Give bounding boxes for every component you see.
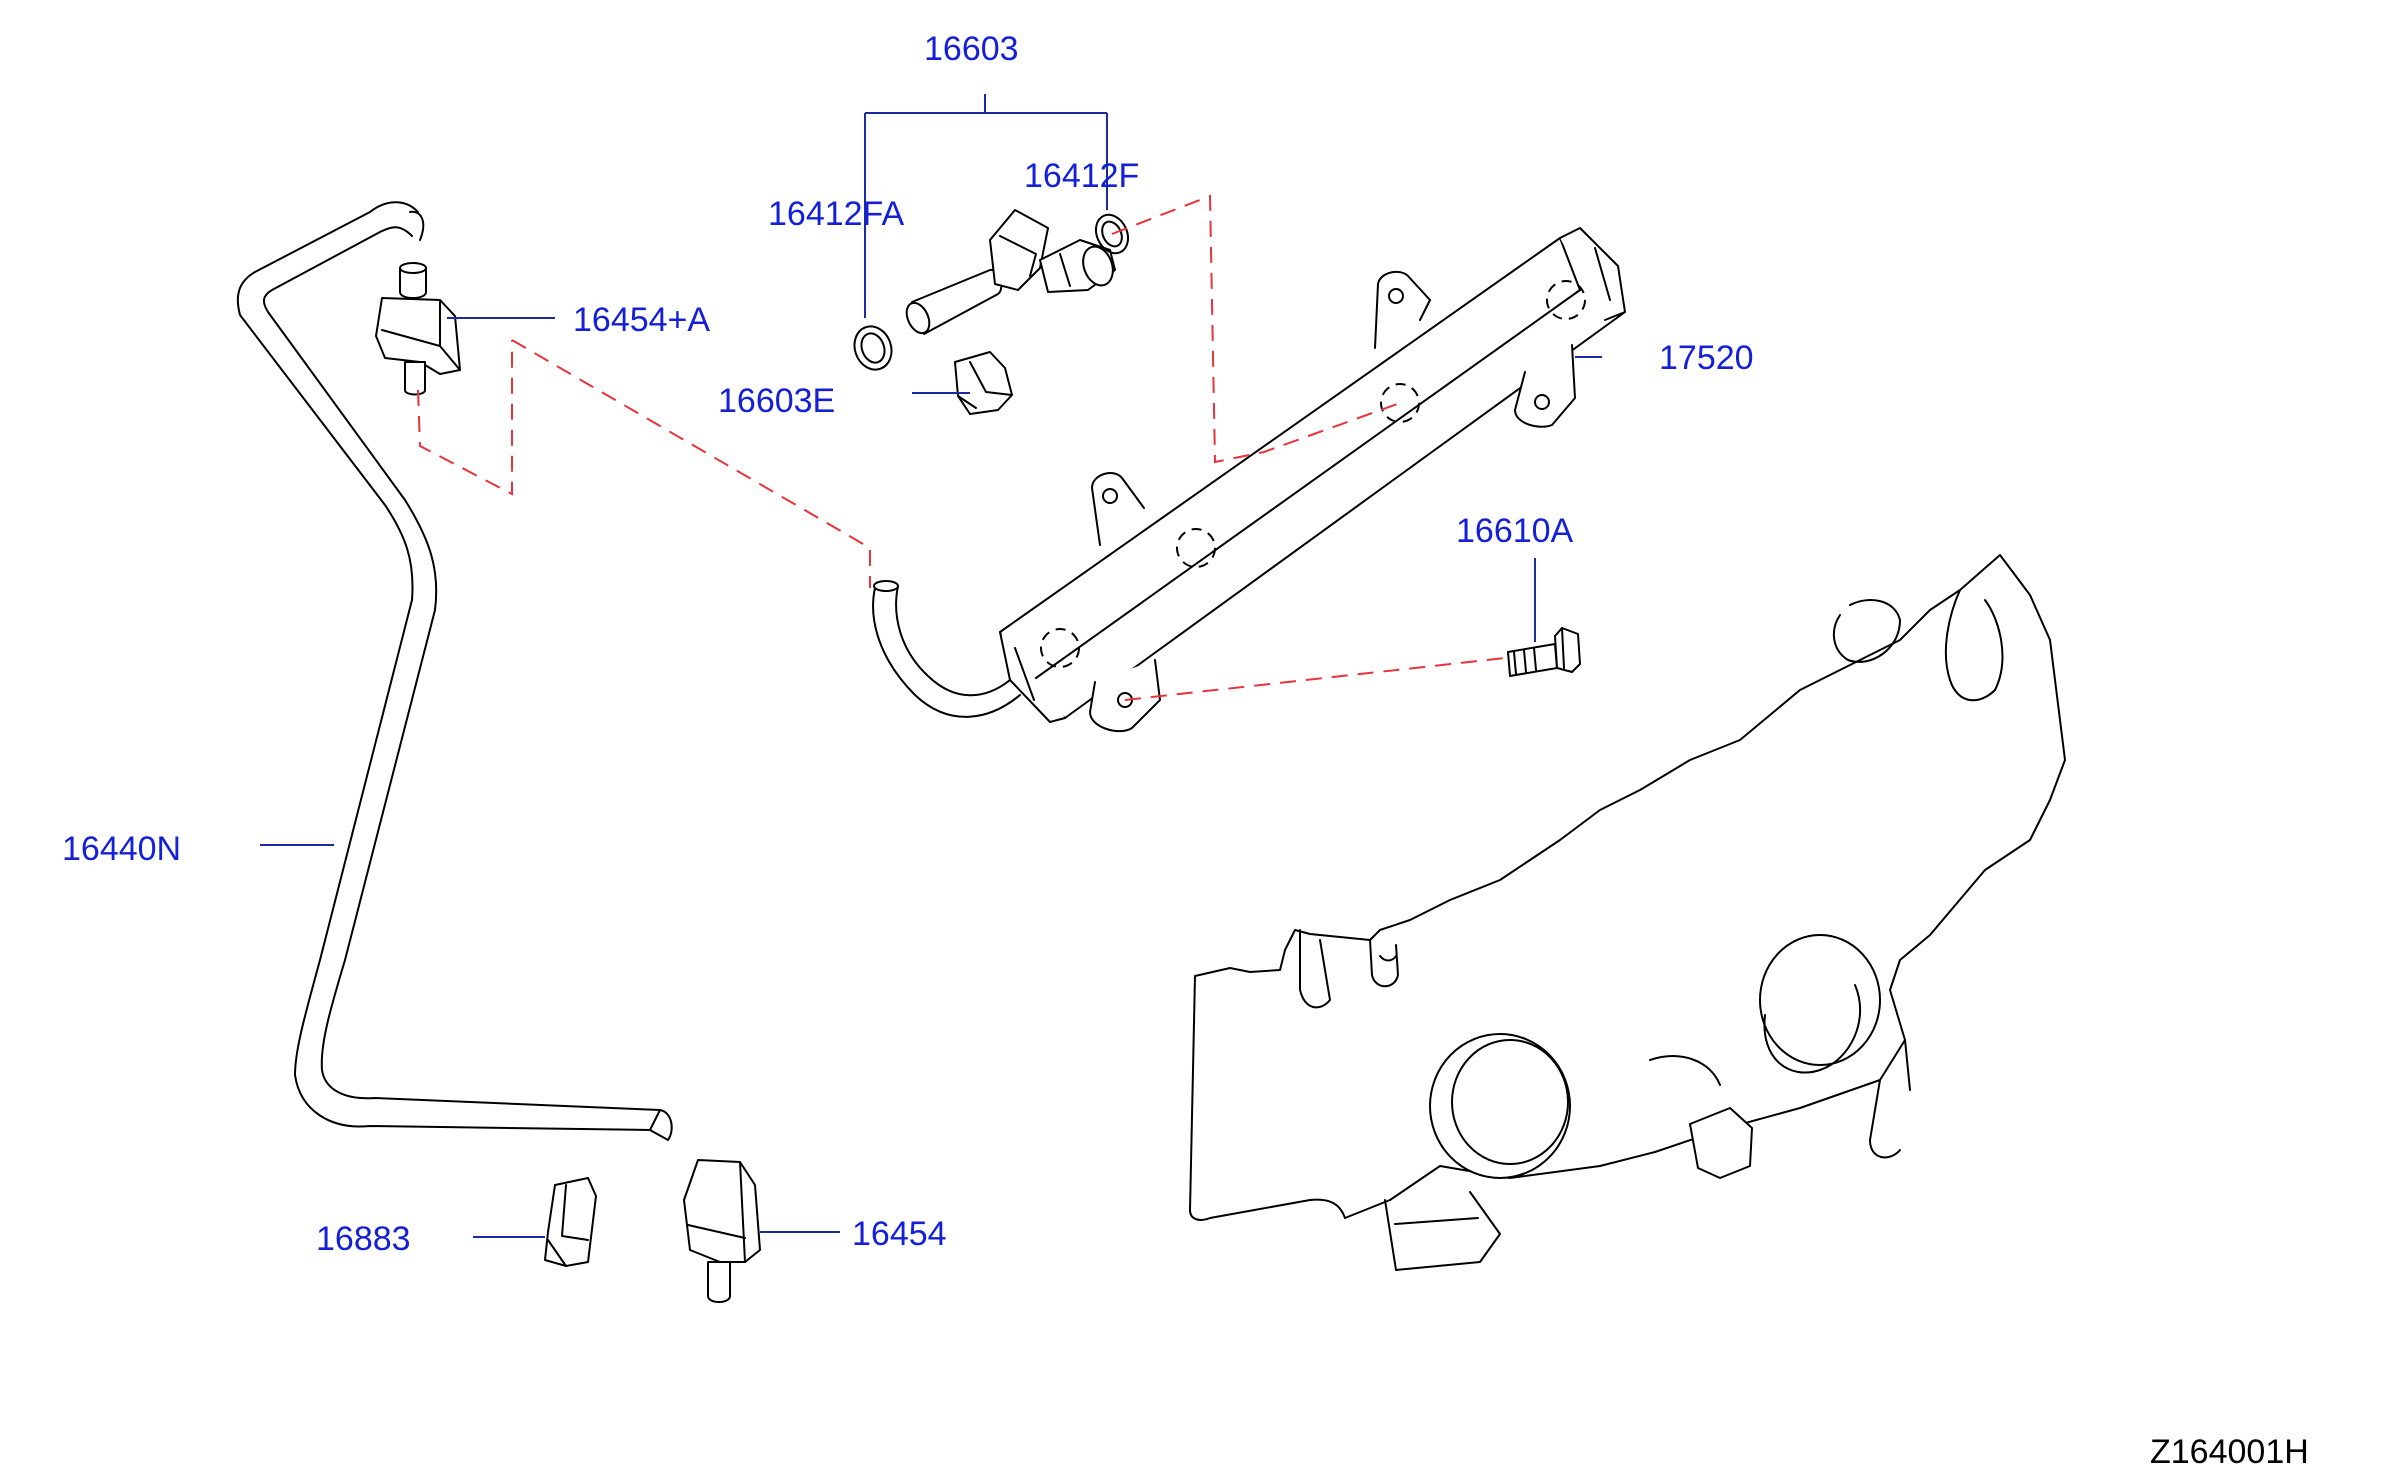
fuel-tube	[872, 227, 1626, 733]
callout-hose-clamp: 16454	[852, 1215, 947, 1253]
bolt	[1507, 627, 1581, 677]
fuel-hose	[236, 201, 673, 1141]
callout-clip: 16883	[316, 1220, 411, 1258]
diagram-code: Z164001H	[2150, 1433, 2309, 1471]
callout-bolt: 16610A	[1456, 512, 1574, 550]
intake-manifold	[1189, 554, 2066, 1271]
callout-fuel-injector-assy: 16603	[924, 30, 1019, 68]
leader-lines	[260, 94, 1602, 1238]
hose-clamp-lower	[683, 1159, 761, 1303]
callout-hose-clamp-a: 16454+A	[573, 301, 710, 339]
clip	[544, 1177, 597, 1267]
callout-labels: 16603 16412F 16412FA 16454+A 16603E 1752…	[62, 30, 2309, 1471]
fuel-injector	[905, 209, 1116, 335]
hose-clamp-upper	[375, 262, 461, 396]
callout-o-ring-upper: 16412F	[1024, 157, 1139, 195]
assembly-links	[417, 194, 1506, 701]
o-ring-lower	[853, 325, 893, 371]
callout-o-ring-lower: 16412FA	[768, 195, 904, 233]
damper-clip	[954, 351, 1013, 415]
callout-damper-clip: 16603E	[718, 382, 835, 420]
callout-fuel-tube: 17520	[1659, 339, 1754, 377]
callout-fuel-hose: 16440N	[62, 830, 181, 868]
